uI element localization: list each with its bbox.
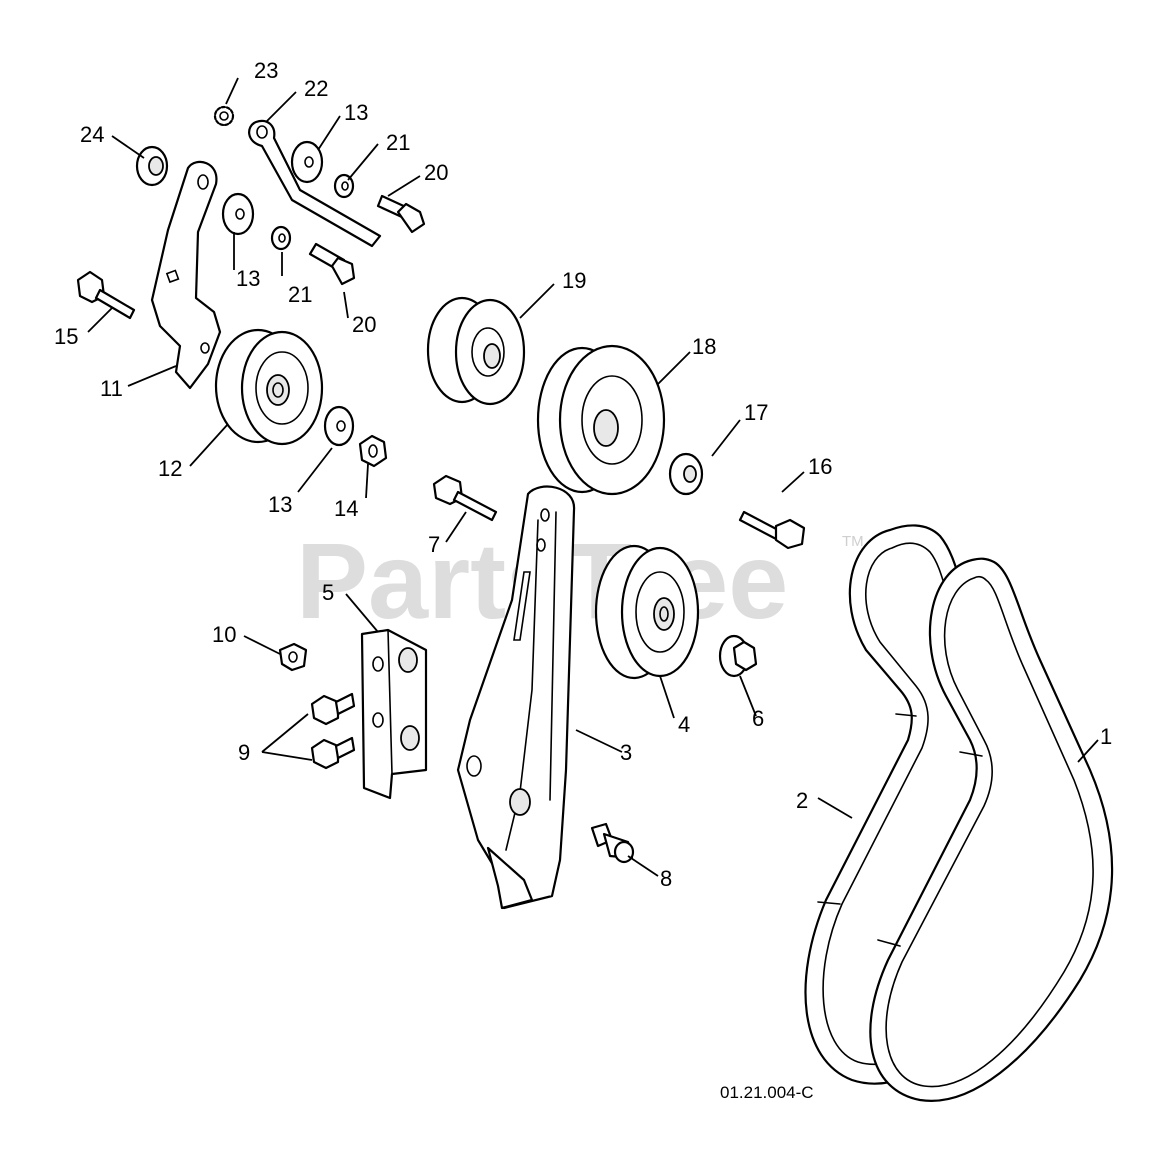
part-16-bolt	[738, 510, 806, 550]
part-22-rod	[248, 119, 382, 248]
part-10-nut	[278, 642, 308, 672]
part-17-spacer	[668, 452, 704, 496]
callout-13-top: 13	[344, 100, 368, 125]
part-11-bracket	[150, 160, 222, 390]
callout-9: 9	[238, 740, 250, 765]
part-13-washer-low	[323, 405, 355, 447]
part-7-bolt	[432, 474, 498, 522]
callout-3: 3	[620, 740, 632, 765]
callout-6: 6	[752, 706, 764, 731]
part-3-idler-arm	[456, 485, 576, 910]
part-6-flange-nut	[718, 634, 758, 678]
part-23-lock-washer	[213, 105, 235, 127]
part-21-lock-washer-top	[333, 173, 355, 199]
callout-13-low: 13	[268, 492, 292, 517]
part-9-bolt-top	[310, 692, 356, 726]
leader-lines	[87, 77, 1099, 877]
part-9-bolt-low	[310, 736, 356, 770]
callout-18: 18	[692, 334, 716, 359]
part-18-pulley	[536, 344, 666, 496]
callout-7: 7	[428, 532, 440, 557]
part-20-bolt-top	[376, 194, 426, 234]
watermark-trademark: TM	[842, 533, 864, 550]
callout-12: 12	[158, 456, 182, 481]
drawing-code: 01.21.004-C	[720, 1083, 814, 1102]
callout-1: 1	[1100, 724, 1112, 749]
callout-4: 4	[678, 712, 690, 737]
callout-20-low: 20	[352, 312, 376, 337]
callout-15: 15	[54, 324, 78, 349]
callout-labels: 1 2 3 4 5 6 7 8 9 10 11 12 13 13 13 14 1…	[54, 58, 1112, 891]
callout-10: 10	[212, 622, 236, 647]
part-15-bolt	[76, 270, 136, 320]
part-1-belt	[869, 557, 1114, 1102]
callout-8: 8	[660, 866, 672, 891]
callout-5: 5	[322, 580, 334, 605]
part-14-nut	[358, 434, 388, 468]
part-20-bolt-low	[308, 242, 356, 286]
callout-16: 16	[808, 454, 832, 479]
callout-24: 24	[80, 122, 104, 147]
part-21-lock-washer-low	[270, 225, 292, 251]
part-12-idler-pulley	[214, 328, 324, 446]
callout-19: 19	[562, 268, 586, 293]
callout-21-low: 21	[288, 282, 312, 307]
part-8-bolt	[590, 822, 635, 864]
callout-23: 23	[254, 58, 278, 83]
part-4-idler-pulley	[594, 544, 700, 680]
callout-13-mid: 13	[236, 266, 260, 291]
part-13-washer-mid	[221, 192, 255, 236]
part-13-washer-top	[290, 140, 324, 184]
callout-17: 17	[744, 400, 768, 425]
callout-14: 14	[334, 496, 358, 521]
part-5-bracket	[360, 628, 428, 800]
callout-20-top: 20	[424, 160, 448, 185]
callout-2: 2	[796, 788, 808, 813]
callout-21-top: 21	[386, 130, 410, 155]
callout-11: 11	[100, 376, 123, 401]
part-19-v-pulley	[426, 296, 526, 406]
part-24-bushing	[135, 145, 169, 187]
callout-22: 22	[304, 76, 328, 101]
